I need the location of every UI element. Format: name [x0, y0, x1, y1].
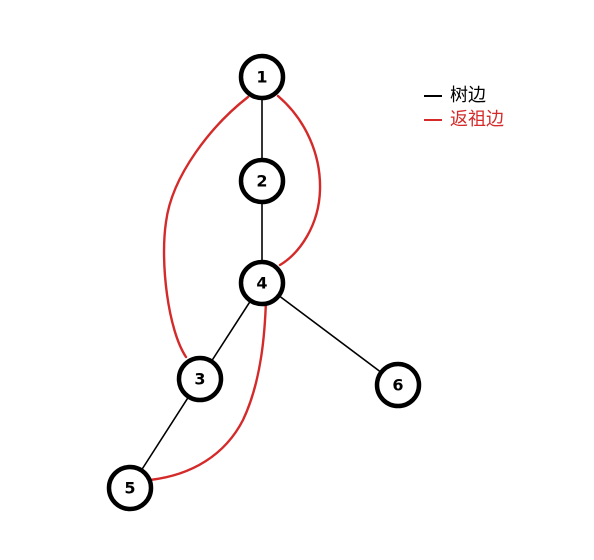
legend-row-tree-edge: 树边 [424, 84, 504, 108]
legend-label-back-edge: 返祖边 [450, 109, 504, 130]
back-edge-5-4 [148, 298, 268, 482]
node-6: 6 [374, 361, 422, 409]
back-edges [148, 94, 322, 482]
node-label-3: 3 [194, 370, 205, 389]
node-label-1: 1 [256, 68, 267, 87]
node-label-6: 6 [392, 376, 403, 395]
back-edge-3-1 [162, 95, 250, 359]
node-2: 2 [238, 157, 286, 205]
node-1: 1 [238, 53, 286, 101]
node-3: 3 [176, 355, 224, 403]
node-5: 5 [106, 464, 154, 512]
legend-row-back-edge: 返祖边 [424, 108, 504, 132]
nodes: 1 2 4 3 6 5 [106, 53, 422, 512]
node-label-4: 4 [256, 274, 267, 293]
back-edge-4-1 [276, 94, 322, 267]
back-edge-swatch [424, 119, 442, 121]
legend-label-tree-edge: 树边 [450, 85, 486, 106]
node-label-5: 5 [124, 479, 135, 498]
node-label-2: 2 [256, 172, 267, 191]
legend: 树边 返祖边 [424, 84, 504, 132]
tree-edge-swatch [424, 95, 442, 97]
tree-edge-4-6 [261, 282, 399, 386]
node-4: 4 [238, 259, 286, 307]
